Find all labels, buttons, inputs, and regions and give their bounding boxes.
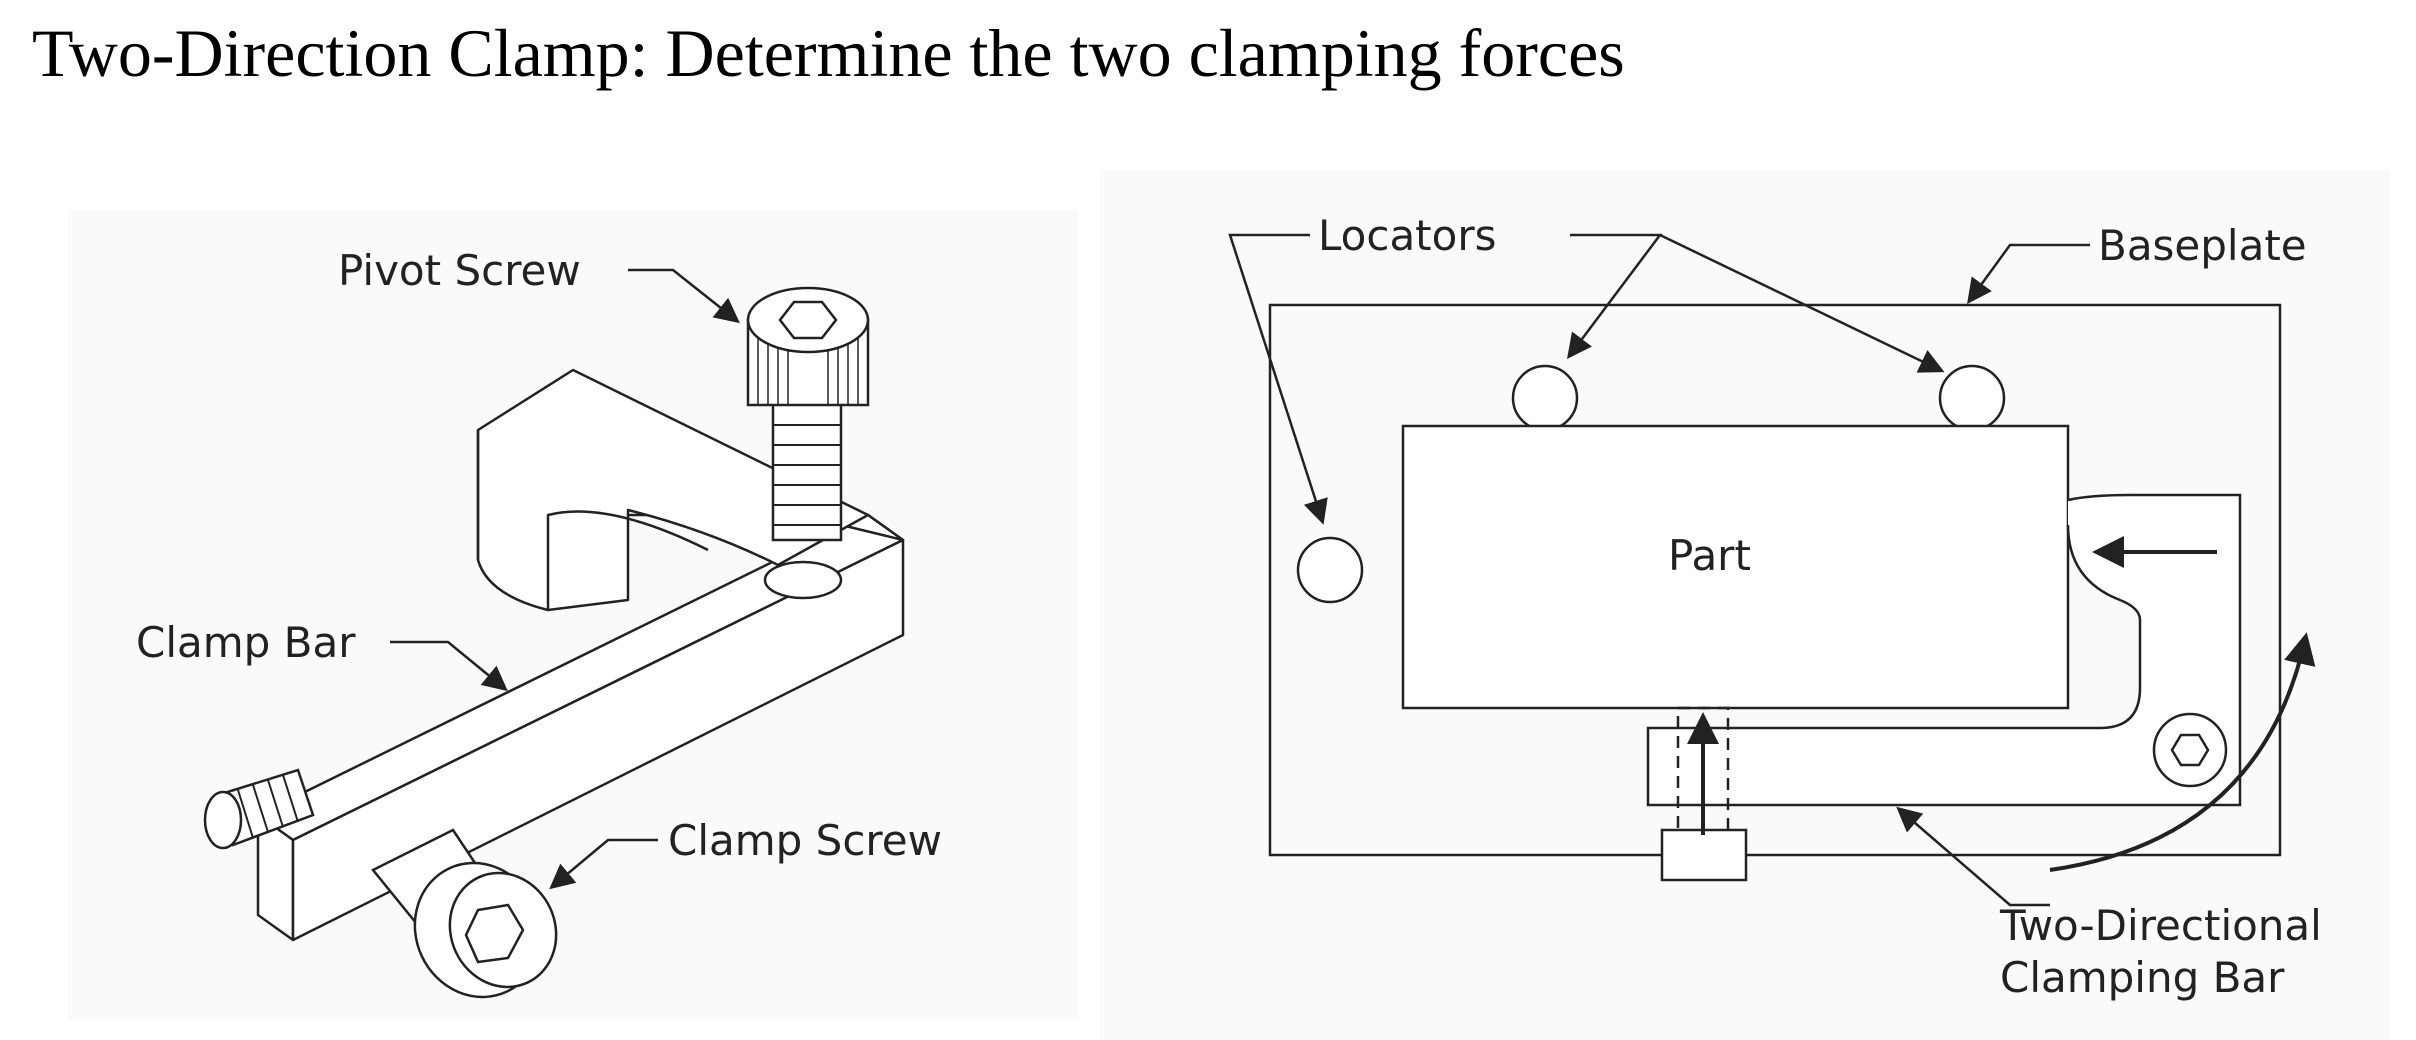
clamping-bar-leader [1896,806,2050,907]
threaded-end [203,768,315,850]
pivot-screw-leader [628,268,740,324]
left-panel-background [68,210,1078,1020]
clamp-isometric-figure: Pivot Screw Clamp Bar Clamp Screw [68,210,1078,1020]
locator-3 [1296,536,1364,604]
hex-socket-icon [2170,733,2210,767]
clamp-top-view-figure: Locators Baseplate Part Two-Directional … [1100,170,2390,1040]
label-locators: Locators [1318,211,1497,260]
baseplate-leader [1967,243,2090,305]
label-clamp-screw: Clamp Screw [668,816,942,865]
push-screw-head [1660,828,1748,882]
rotation-arrow [2049,632,2316,872]
page-title: Two-Direction Clamp: Determine the two c… [32,15,1625,91]
pivot-screw [746,286,870,542]
label-bar-line1: Two-Directional [1999,901,2322,950]
clamp-screw [371,828,558,999]
pivot-hole [763,560,843,600]
locator-leader-right [1659,233,1945,373]
part [1401,424,2070,710]
label-bar-line2: Clamping Bar [2000,953,2285,1002]
locator-leader-left [1228,233,1328,525]
label-part: Part [1668,531,1751,580]
locator-1 [1511,364,1579,432]
label-clamp-bar: Clamp Bar [136,618,356,667]
baseplate [1268,303,2282,857]
locator-2 [1938,364,2006,432]
label-baseplate: Baseplate [2098,221,2307,270]
clamp-bar-leader [390,640,508,692]
clamp-top-view-svg: Locators Baseplate Part Two-Directional … [1100,170,2390,1040]
label-pivot-screw: Pivot Screw [338,246,581,295]
clamp-screw-leader [549,838,658,890]
clamp-isometric-svg: Pivot Screw Clamp Bar Clamp Screw [68,210,1078,1020]
two-directional-clamping-bar [1646,493,2242,807]
push-screw-body [1676,706,1730,850]
